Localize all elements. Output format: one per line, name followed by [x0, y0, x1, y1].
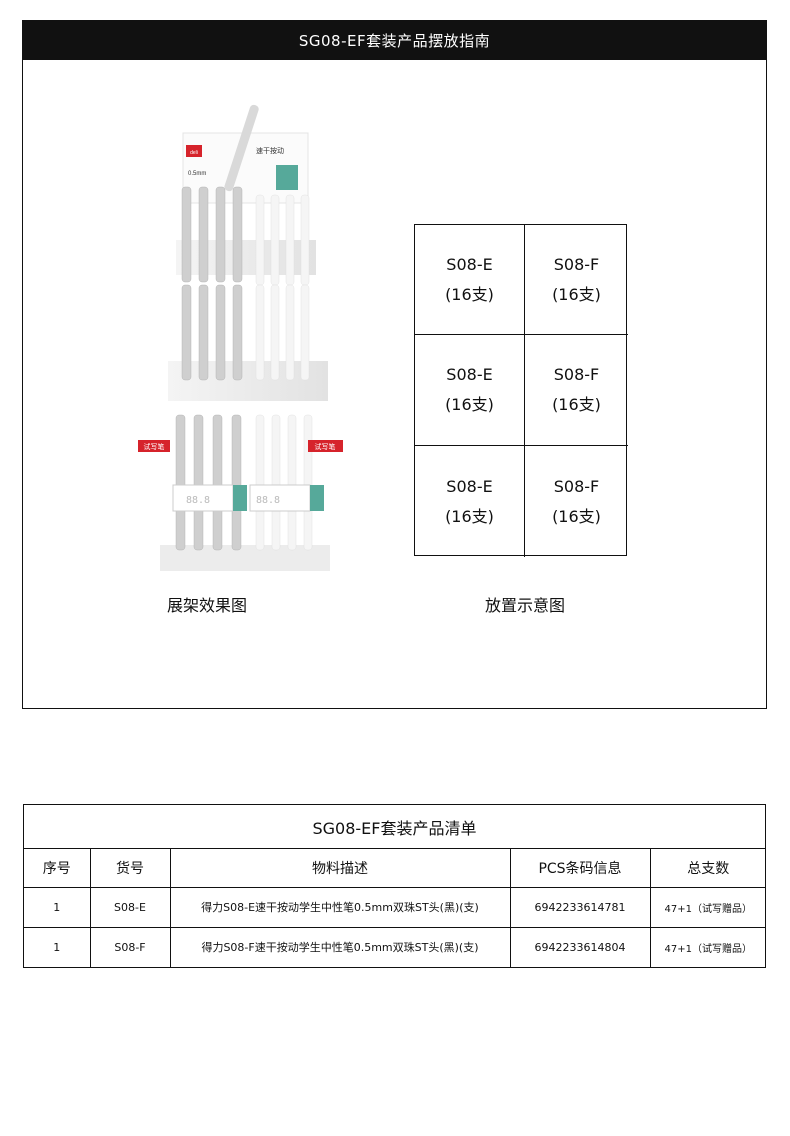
trial-tag-right-text: 试写笔	[315, 442, 336, 451]
tier-1-base	[176, 240, 316, 275]
header-index: 序号	[24, 849, 91, 888]
cell-index: 1	[24, 887, 91, 928]
cell-code: S08-E	[446, 254, 493, 274]
trial-tag-left	[138, 440, 170, 452]
cell-qty: (16支)	[445, 284, 494, 304]
cell-index: 1	[24, 927, 91, 967]
table-row: 1 S08-E 得力S08-E速干按动学生中性笔0.5mm双珠ST头(黑)(支)…	[24, 887, 766, 928]
product-list: SG08-EF套装产品清单 序号 货号 物料描述 PCS条码信息 总支数 1 S…	[23, 804, 766, 968]
cell-description: 得力S08-E速干按动学生中性笔0.5mm双珠ST头(黑)(支)	[170, 887, 511, 928]
product-label: 速干按动	[256, 146, 284, 155]
cell-qty: (16支)	[445, 395, 494, 414]
header-total: 总支数	[650, 849, 766, 888]
grid-cell: S08-E (16支)	[415, 335, 525, 446]
cell-code: S08-F	[553, 365, 600, 384]
cell-code: S08-E	[446, 365, 493, 384]
cell-total: 47+1（试写赠品）	[650, 887, 766, 928]
display-guide-panel: SG08-EF套装产品摆放指南	[22, 20, 767, 709]
header-barcode: PCS条码信息	[510, 849, 651, 888]
header-description: 物料描述	[170, 849, 511, 888]
grid-cell: S08-F (16支)	[525, 446, 628, 557]
list-title: SG08-EF套装产品清单	[24, 805, 765, 849]
brand-logo-text: deli	[190, 150, 198, 156]
cell-total: 47+1（试写赠品）	[664, 943, 752, 955]
grid-cell: S08-F (16支)	[525, 335, 628, 446]
cell-code: S08-E	[446, 476, 493, 496]
price-card-left-accent	[233, 485, 247, 511]
guide-title: SG08-EF套装产品摆放指南	[23, 21, 766, 60]
tier-3-base	[160, 545, 330, 571]
cell-qty: (16支)	[445, 506, 494, 526]
price-card-right	[249, 484, 311, 512]
price-card-right-accent	[310, 485, 324, 511]
cell-code: S08-F	[553, 254, 600, 274]
display-effect-caption: 展架效果图	[167, 596, 248, 615]
display-rack-image: deli 0.5mm 速干按动	[138, 75, 343, 575]
cell-qty: (16支)	[552, 506, 601, 526]
spec-label: 0.5mm	[188, 171, 206, 177]
trial-tag-left-text: 试写笔	[144, 442, 165, 451]
cell-qty: (16支)	[552, 395, 601, 414]
product-table: 序号 货号 物料描述 PCS条码信息 总支数 1 S08-E 得力S08-E速干…	[24, 849, 766, 967]
table-header-row: 序号 货号 物料描述 PCS条码信息 总支数	[24, 849, 766, 888]
grid-cell: S08-E (16支)	[415, 225, 525, 335]
trial-tag-right-bg	[308, 440, 342, 452]
teal-accent	[276, 165, 298, 190]
grid-cell: S08-E (16支)	[415, 446, 525, 557]
placement-caption: 放置示意图	[485, 596, 566, 615]
clear-pens	[175, 186, 243, 551]
header-item-no: 货号	[90, 849, 171, 888]
brand-logo	[186, 145, 202, 157]
table-row: 1 S08-F 得力S08-F速干按动学生中性笔0.5mm双珠ST头(黑)(支)…	[24, 927, 766, 967]
cell-barcode: 6942233614804	[510, 927, 651, 967]
price-card-right-code: 88.8	[256, 495, 280, 506]
cell-description: 得力S08-F速干按动学生中性笔0.5mm双珠ST头(黑)(支)	[170, 927, 511, 967]
white-pens	[255, 194, 313, 551]
display-rack-illustration: deli 0.5mm 速干按动	[138, 104, 343, 571]
cell-qty: (16支)	[552, 284, 601, 304]
cell-code: S08-F	[553, 476, 600, 496]
top-pen	[224, 104, 259, 192]
placement-grid: S08-E (16支) S08-F (16支) S08-E (16支) S08-F (1…	[414, 224, 628, 557]
price-card-left-code: 88.8	[186, 495, 210, 506]
cell-item-no: S08-E	[90, 887, 171, 928]
grid-cell: S08-F (16支)	[525, 225, 628, 335]
cell-barcode: 6942233614781	[510, 887, 651, 928]
cell-item-no: S08-F	[90, 927, 171, 967]
